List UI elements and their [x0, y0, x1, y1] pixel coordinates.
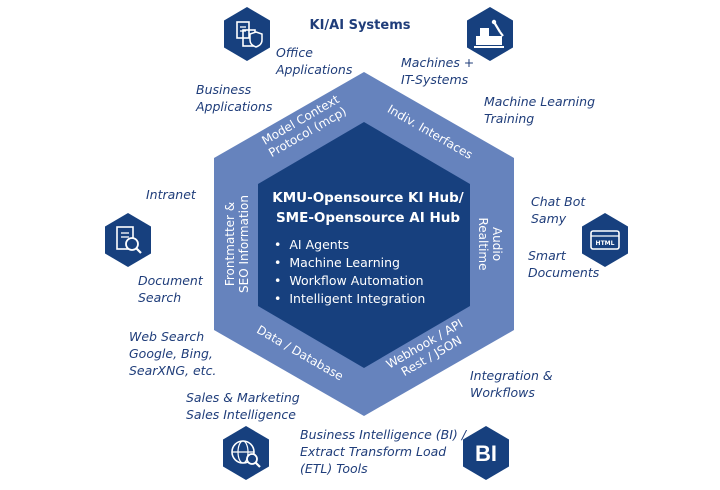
label-office: Office Applications — [276, 45, 353, 77]
label-business: Business Applications — [196, 82, 273, 114]
bi-icon: BI — [463, 426, 509, 480]
label-bi: Business Intelligence (BI) / Extract Tra… — [300, 427, 466, 476]
hub-feature-list: AI Agents Machine Learning Workflow Auto… — [274, 236, 425, 308]
label-sales: Sales & Marketing Sales Intelligence — [186, 390, 300, 422]
machine-icon — [467, 7, 513, 61]
label-smart-documents: Smart Documents — [528, 248, 600, 280]
label-document-search: Document Search — [138, 273, 203, 305]
label-web-search: Web Search Google, Bing, SearXNG, etc. — [129, 329, 217, 378]
list-item: Workflow Automation — [274, 272, 425, 290]
diagram-title: KI/AI Systems — [309, 18, 411, 33]
label-ml-training: Machine Learning Training — [484, 94, 596, 126]
label-chatbot: Chat Bot Samy — [531, 194, 586, 226]
html-window-icon: HTML — [582, 213, 628, 267]
label-machines: Machines + IT-Systems — [401, 55, 475, 87]
document-shield-icon — [224, 7, 270, 61]
document-search-icon — [105, 213, 151, 267]
ring-audio: Audio Realtime — [476, 217, 504, 271]
list-item: Intelligent Integration — [274, 290, 425, 308]
label-intranet: Intranet — [146, 187, 196, 202]
html-label: HTML — [596, 240, 615, 247]
hub-title: KMU-Opensource KI Hub/ SME-Opensource AI… — [272, 190, 464, 226]
list-item: Machine Learning — [274, 254, 425, 272]
bi-label: BI — [475, 441, 497, 466]
ring-frontmatter: Frontmatter & SEO Information — [223, 195, 251, 293]
label-integration: Integration & Workflows — [470, 368, 553, 400]
globe-search-icon — [223, 426, 269, 480]
list-item: AI Agents — [274, 236, 425, 254]
